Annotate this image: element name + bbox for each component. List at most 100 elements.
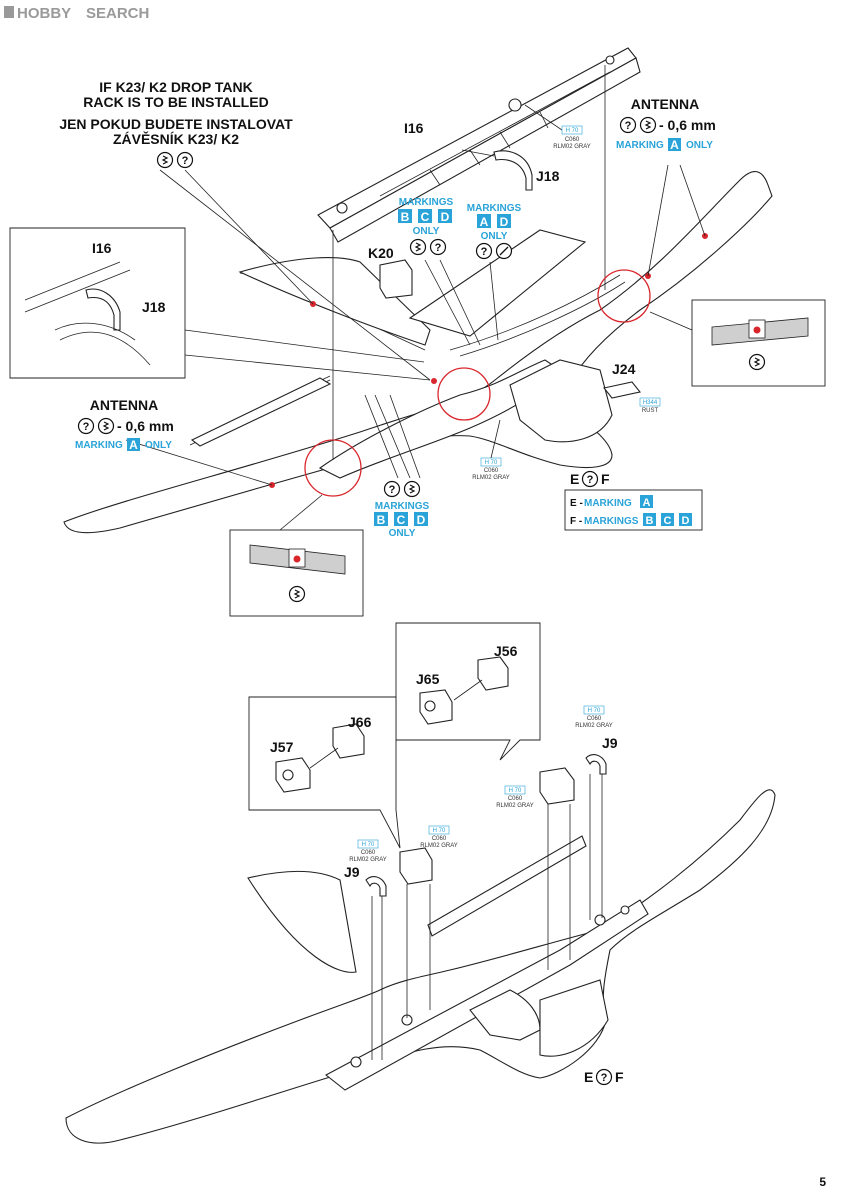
drill-icon xyxy=(288,585,306,603)
svg-text:H 70: H 70 xyxy=(588,708,601,714)
paint-callout-lower-j9: H 70 C060 RLM02 GRAY xyxy=(575,705,613,729)
paint-callout-lower-left: H 70 C060 RLM02 GRAY xyxy=(349,839,387,863)
svg-text:C060: C060 xyxy=(484,468,499,474)
svg-text:E -: E - xyxy=(570,498,583,509)
inset-label-i16: I16 xyxy=(92,240,112,256)
svg-text:RLM02 GRAY: RLM02 GRAY xyxy=(496,803,534,809)
svg-text:A: A xyxy=(643,497,651,509)
svg-text:F: F xyxy=(615,1069,624,1085)
inset-label-j18: J18 xyxy=(142,299,166,315)
svg-text:C060: C060 xyxy=(361,850,376,856)
markings-ad-top: MARKINGS A D ONLY xyxy=(467,203,522,260)
markings-bcd-top: MARKINGS B C D ONLY xyxy=(398,197,454,256)
note-cz-line2: ZÁVĚSNÍK K23/ K2 xyxy=(113,130,239,147)
inset-leader xyxy=(184,354,431,381)
label-j18: J18 xyxy=(536,168,560,184)
svg-text:E: E xyxy=(570,471,579,487)
antenna-right-marking: MARKING xyxy=(616,140,664,151)
antenna-note-right: ANTENNA - 0,6 mm MARKING A ONLY xyxy=(616,96,716,152)
inset-i16-j18: I16 J18 xyxy=(9,227,431,381)
question-icon xyxy=(176,151,194,169)
part-i16-spar xyxy=(317,47,641,243)
svg-text:ONLY: ONLY xyxy=(481,231,508,242)
inset-antenna-hole-left xyxy=(229,494,364,617)
top-right-panel xyxy=(408,229,587,337)
label-i16: I16 xyxy=(404,120,424,136)
part-mount-lower-right xyxy=(539,767,575,805)
drill-icon xyxy=(156,151,174,169)
antenna-right-only: ONLY xyxy=(686,140,713,151)
antenna-right-title: ANTENNA xyxy=(631,96,699,112)
svg-text:E: E xyxy=(584,1069,593,1085)
top-wheel-bay xyxy=(509,359,613,443)
svg-text:B: B xyxy=(646,515,654,527)
bottom-flap-strip xyxy=(427,835,587,937)
note-en-line2: RACK IS TO BE INSTALLED xyxy=(83,94,268,110)
part-j24 xyxy=(603,381,641,399)
part-mount-lower-left xyxy=(399,847,433,885)
watermark-brand: HOBBY xyxy=(17,5,71,22)
svg-text:C060: C060 xyxy=(587,716,602,722)
drill-icon xyxy=(748,353,766,371)
svg-text:RLM02 GRAY: RLM02 GRAY xyxy=(575,723,613,729)
svg-text:MARKING: MARKING xyxy=(584,498,632,509)
inset-antenna-hole-right xyxy=(649,299,826,387)
paint-callout-lower-right: H 70 C060 RLM02 GRAY xyxy=(496,785,534,809)
antenna-left-title: ANTENNA xyxy=(90,397,158,413)
svg-text:RUST: RUST xyxy=(642,408,659,414)
svg-text:C060: C060 xyxy=(432,836,447,842)
svg-text:RLM02 GRAY: RLM02 GRAY xyxy=(349,857,387,863)
svg-text:RLM02 GRAY: RLM02 GRAY xyxy=(553,144,591,150)
label-j9-right: J9 xyxy=(602,735,618,751)
bottom-wheel-bay xyxy=(469,989,541,1041)
svg-text:A: A xyxy=(480,215,489,229)
inset-j57-j66: J66 J57 xyxy=(248,696,401,849)
top-left-hinge-strip xyxy=(190,377,332,447)
svg-text:A: A xyxy=(670,138,679,152)
watermark: HOBBY SEARCH xyxy=(4,5,149,22)
variant-legend: E - MARKING A F - MARKINGS B C D xyxy=(564,489,703,531)
svg-text:H 70: H 70 xyxy=(433,828,446,834)
svg-text:D: D xyxy=(441,210,450,224)
label-j66: J66 xyxy=(348,714,372,730)
bottom-wing-assembly xyxy=(65,789,776,1144)
question-icon xyxy=(77,417,95,435)
paint-callout-lower-mid: H 70 C060 RLM02 GRAY xyxy=(420,825,458,849)
antenna-note-left: ANTENNA - 0,6 mm MARKING A ONLY xyxy=(75,397,174,452)
marking-letter-badge xyxy=(668,138,681,151)
paint-callout-top-spar: H 70 C060 RLM02 GRAY xyxy=(553,125,591,150)
paint-callout-j24: H344 RUST xyxy=(639,397,661,414)
svg-text:ONLY: ONLY xyxy=(413,226,440,237)
svg-text:H 70: H 70 xyxy=(566,128,579,134)
mount-hole xyxy=(620,905,630,915)
drop-tank-note: IF K23/ K2 DROP TANK RACK IS TO BE INSTA… xyxy=(59,79,293,169)
svg-text:D: D xyxy=(682,515,690,527)
highlight-circle xyxy=(304,439,362,497)
drill-icon xyxy=(409,238,427,256)
svg-text:MARKINGS: MARKINGS xyxy=(467,203,522,214)
question-icon xyxy=(383,480,401,498)
label-j56: J56 xyxy=(494,643,518,659)
svg-text:MARKINGS: MARKINGS xyxy=(584,516,639,527)
svg-text:C060: C060 xyxy=(565,137,580,143)
mount-hole xyxy=(350,1056,362,1068)
drill-icon xyxy=(403,480,421,498)
question-icon xyxy=(595,1068,613,1086)
antenna-right-size: - 0,6 mm xyxy=(659,117,716,133)
svg-text:RLM02 GRAY: RLM02 GRAY xyxy=(420,843,458,849)
svg-text:H344: H344 xyxy=(643,400,658,406)
svg-text:C: C xyxy=(397,513,406,527)
bottom-left-flap xyxy=(247,870,357,973)
watermark-text: SEARCH xyxy=(86,5,149,22)
variant-selector-bottom: E F xyxy=(584,1068,624,1086)
highlight-circle xyxy=(437,367,491,421)
svg-text:H 70: H 70 xyxy=(509,788,522,794)
label-j57: J57 xyxy=(270,739,294,755)
svg-text:H 70: H 70 xyxy=(485,460,498,466)
label-j24: J24 xyxy=(612,361,636,377)
marking-letter-badge xyxy=(127,438,140,451)
variant-selector-top: E F xyxy=(570,470,610,488)
part-j9-left xyxy=(365,876,387,897)
inset-j65-j56: J56 J65 xyxy=(395,622,541,761)
